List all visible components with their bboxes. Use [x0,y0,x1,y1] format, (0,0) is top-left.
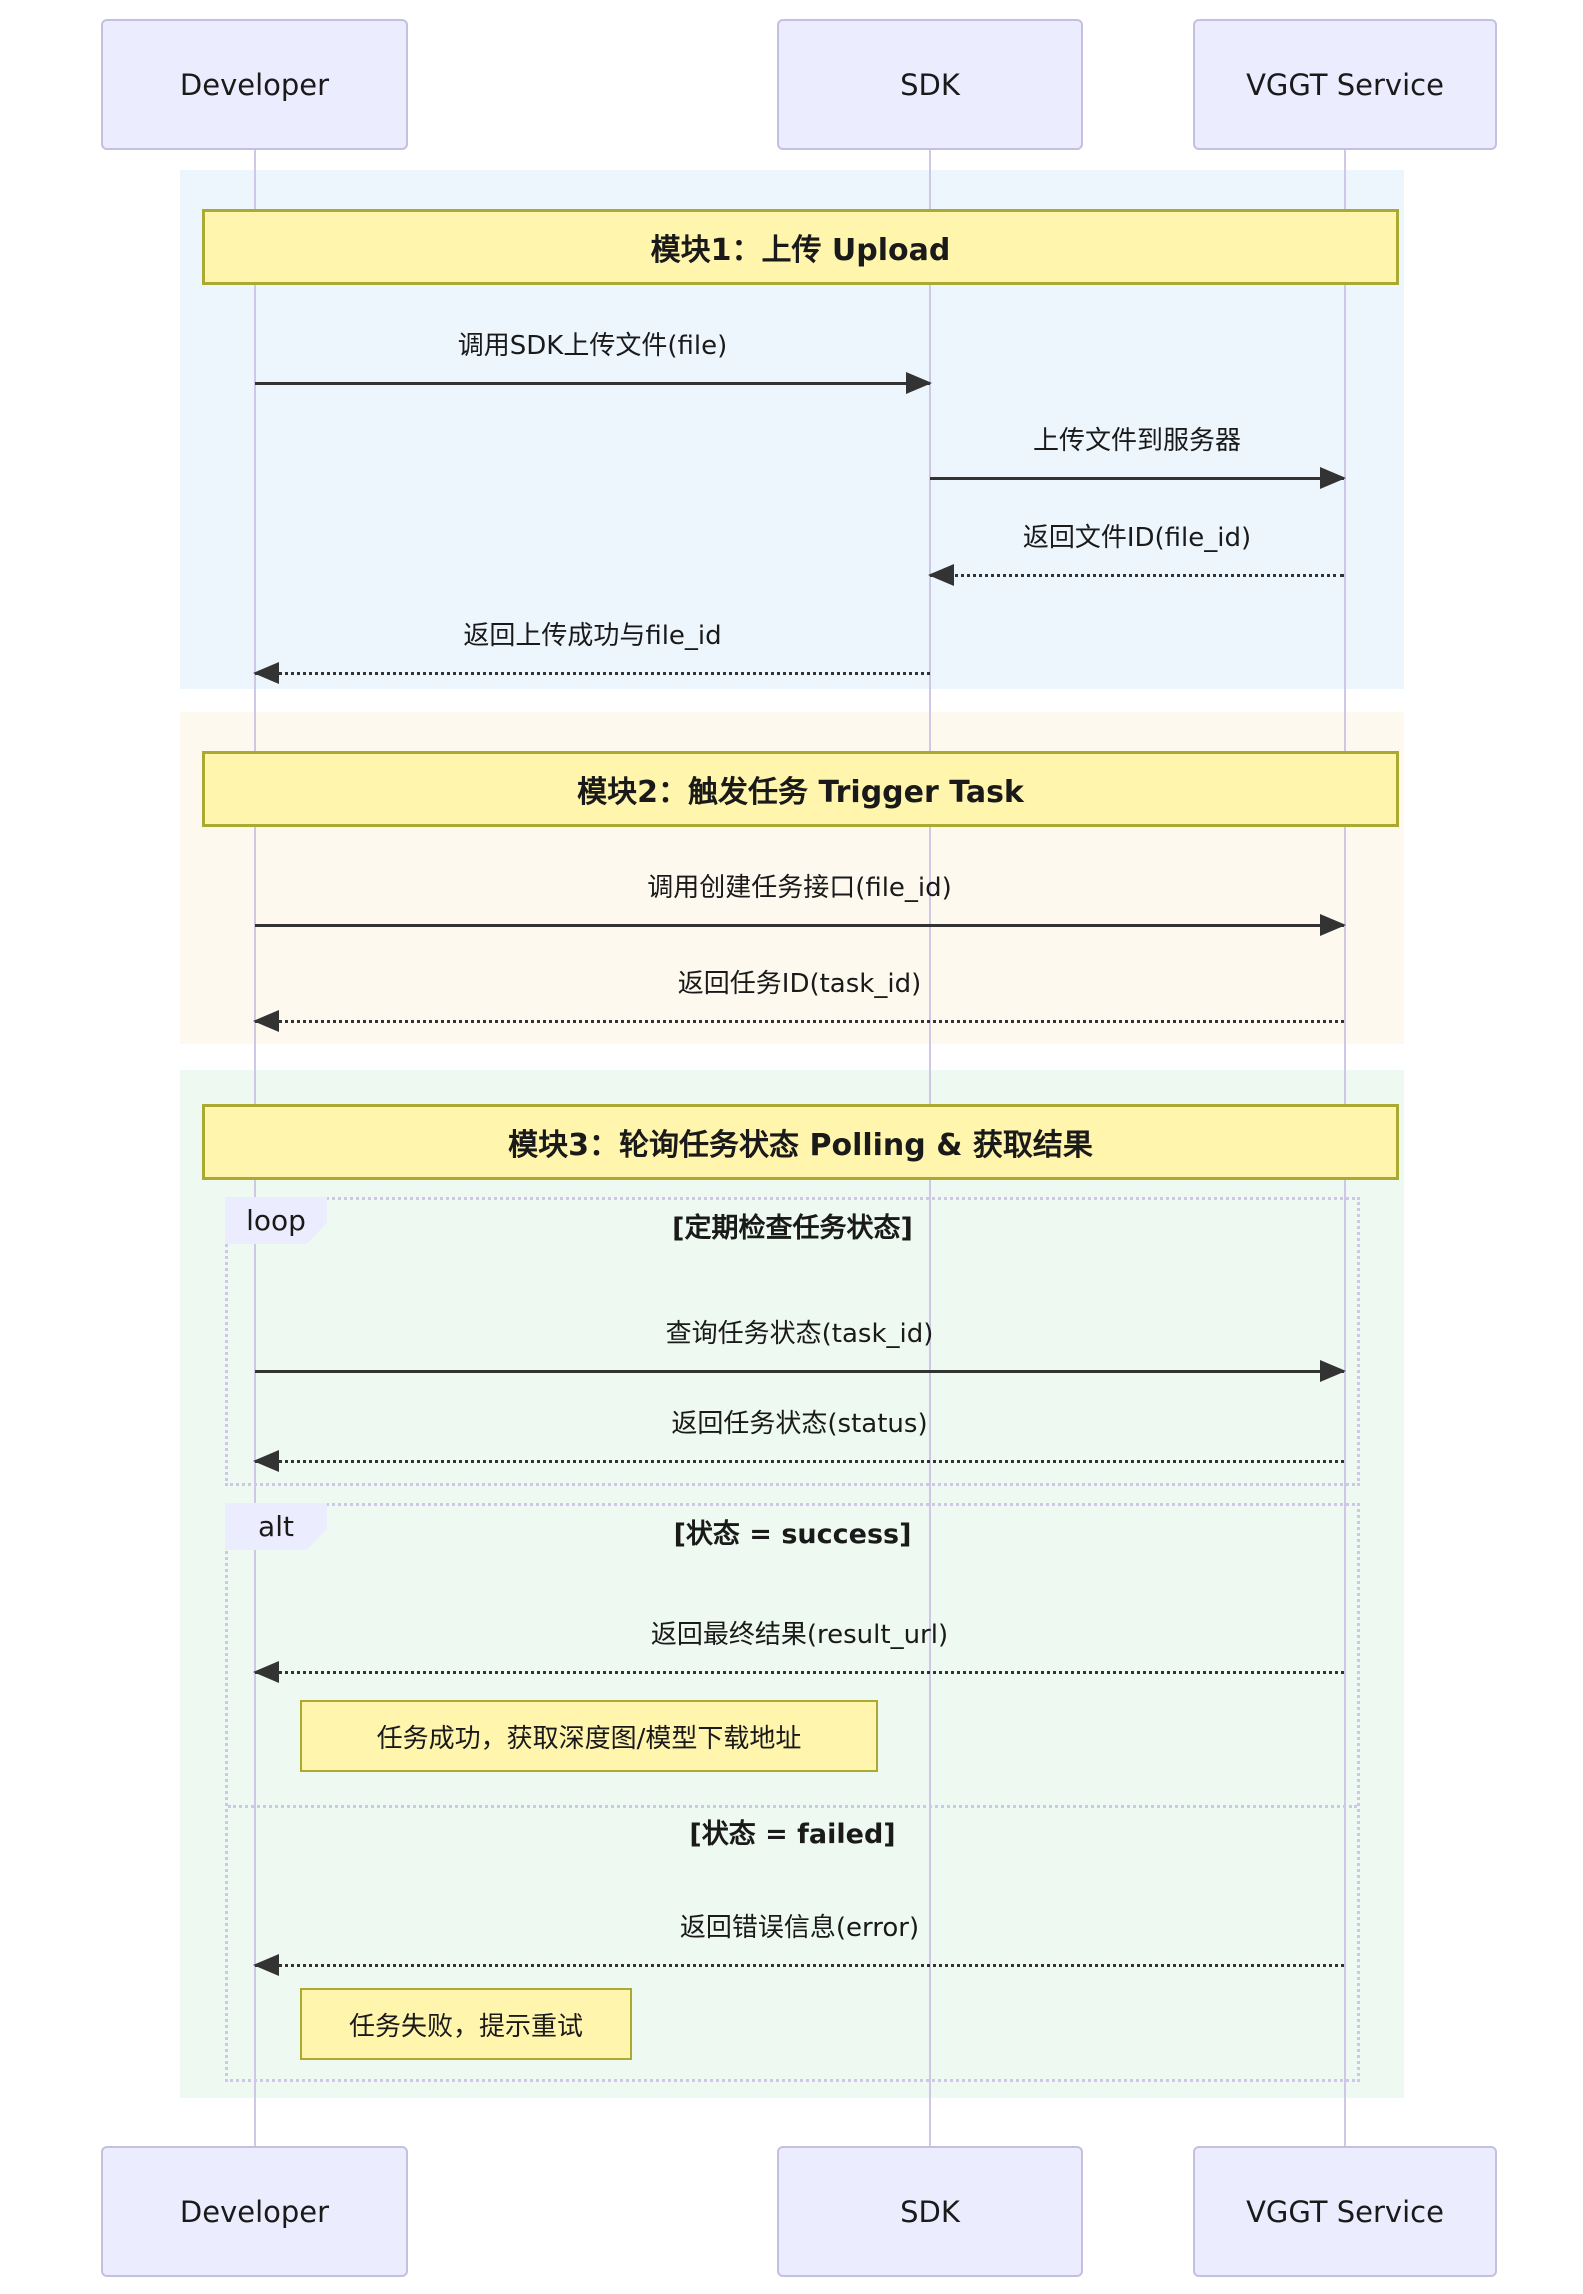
actor-sdk-bottom: SDK [777,2146,1083,2277]
message-line [253,1450,1344,1472]
message-label: 返回最终结果(result_url) [650,1620,949,1650]
message-line [255,914,1346,936]
arrowhead-left-icon [928,564,954,586]
loop-operator-label: loop [246,1204,306,1237]
note-text: 任务失败，提示重试 [348,2011,583,2042]
message-line [253,1954,1344,1976]
arrowhead-right-icon [1320,1360,1346,1382]
actor-developer-bottom: Developer [101,2146,408,2277]
arrowhead-right-icon [1320,914,1346,936]
message-line [928,564,1344,586]
message-label: 返回文件ID(file_id) [1022,523,1252,553]
loop-operator-tab: loop [225,1197,327,1244]
actor-developer-top: Developer [101,19,408,150]
actor-label: VGGT Service [1246,67,1444,102]
loop-fragment: loop [定期检查任务状态] [225,1197,1360,1486]
message-return-error: 返回错误信息(error) [253,1908,1344,1976]
message-label: 查询任务状态(task_id) [665,1319,934,1349]
message-return-result: 返回最终结果(result_url) [253,1615,1344,1683]
message-upload-success: 返回上传成功与file_id [253,616,930,684]
message-upload-to-server: 上传文件到服务器 [930,421,1346,489]
module3-region [180,1070,1404,2098]
arrowhead-left-icon [253,1661,279,1683]
message-line [930,467,1346,489]
message-line [253,1661,1344,1683]
actor-label: VGGT Service [1246,2194,1444,2229]
message-label: 返回任务ID(task_id) [677,969,922,999]
message-label: 返回上传成功与file_id [463,621,722,651]
actor-label: SDK [900,67,960,102]
alt-fragment: alt [状态 = success] [状态 = failed] [225,1503,1360,2082]
message-label: 返回错误信息(error) [679,1913,920,1943]
message-label: 调用SDK上传文件(file) [457,331,728,361]
module3-title-label: 模块3：轮询任务状态 Polling & 获取结果 [508,1128,1093,1163]
arrowhead-right-icon [1320,467,1346,489]
message-line [255,372,932,394]
loop-condition: [定期检查任务状态] [672,1213,913,1244]
message-query-status: 查询任务状态(task_id) [255,1314,1346,1382]
actor-label: Developer [179,2194,330,2229]
arrowhead-left-icon [253,1954,279,1976]
actor-vggt-bottom: VGGT Service [1193,2146,1497,2277]
actor-vggt-top: VGGT Service [1193,19,1497,150]
message-return-file-id: 返回文件ID(file_id) [928,518,1344,586]
message-call-sdk-upload: 调用SDK上传文件(file) [255,326,932,394]
note-text: 任务成功，获取深度图/模型下载地址 [376,1723,802,1754]
message-label: 调用创建任务接口(file_id) [647,873,952,903]
note-task-failed: 任务失败，提示重试 [300,1988,632,2060]
alt-operator-tab: alt [225,1503,327,1550]
message-line [253,662,930,684]
alt-condition-success: [状态 = success] [673,1519,912,1550]
arrowhead-left-icon [253,1450,279,1472]
message-line [253,1010,1344,1032]
module2-title: 模块2：触发任务 Trigger Task [202,751,1399,827]
message-label: 上传文件到服务器 [1032,426,1241,456]
arrowhead-left-icon [253,662,279,684]
alt-divider [228,1805,1357,1808]
note-task-success: 任务成功，获取深度图/模型下载地址 [300,1700,878,1772]
message-create-task: 调用创建任务接口(file_id) [255,868,1346,936]
message-return-task-id: 返回任务ID(task_id) [253,964,1344,1032]
actor-sdk-top: SDK [777,19,1083,150]
alt-condition-failed: [状态 = failed] [689,1819,896,1850]
message-line [255,1360,1346,1382]
message-label: 返回任务状态(status) [671,1409,928,1439]
arrowhead-right-icon [906,372,932,394]
arrowhead-left-icon [253,1010,279,1032]
message-return-status: 返回任务状态(status) [253,1404,1344,1472]
module1-title-label: 模块1：上传 Upload [650,233,951,268]
actor-label: SDK [900,2194,960,2229]
actor-label: Developer [179,67,330,102]
alt-operator-label: alt [258,1510,294,1543]
module2-title-label: 模块2：触发任务 Trigger Task [577,775,1024,810]
module1-title: 模块1：上传 Upload [202,209,1399,285]
module3-title: 模块3：轮询任务状态 Polling & 获取结果 [202,1104,1399,1180]
